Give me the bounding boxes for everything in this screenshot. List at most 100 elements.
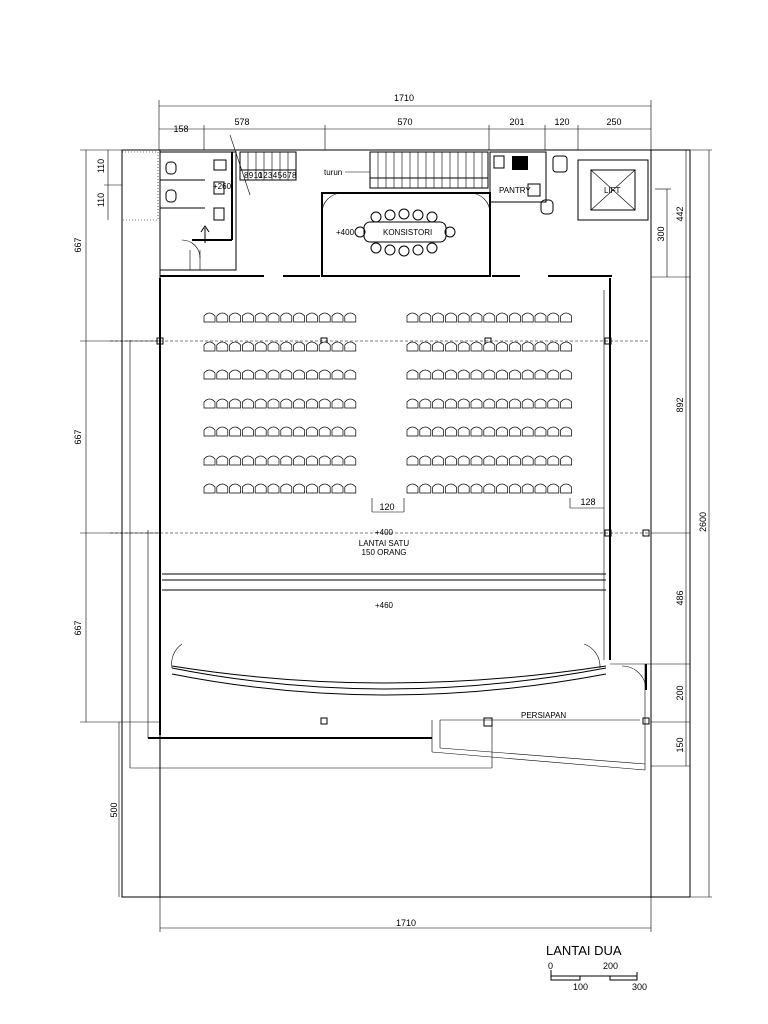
arrow-up-icon xyxy=(200,225,210,233)
seat xyxy=(483,341,496,352)
dim-aisle-120: 120 xyxy=(379,502,394,512)
dim-top-158: 158 xyxy=(173,124,188,134)
seat xyxy=(432,369,444,380)
seat xyxy=(521,455,534,466)
seat xyxy=(242,369,254,380)
sink-icon xyxy=(552,155,568,173)
seat xyxy=(242,455,254,466)
aisle-dimensions: 120 128 xyxy=(371,497,604,513)
building-outline xyxy=(121,149,691,898)
seat xyxy=(560,398,572,409)
dim-aisle-128: 128 xyxy=(580,497,595,507)
seat xyxy=(419,455,432,466)
seat xyxy=(318,312,331,323)
pantry-label: PANTRY xyxy=(499,186,531,195)
seat xyxy=(306,455,318,466)
seat xyxy=(470,369,483,380)
appliance-icon xyxy=(527,183,541,197)
seat xyxy=(457,369,470,380)
dim-top-578: 578 xyxy=(234,117,249,127)
stair-left xyxy=(239,151,297,181)
seat xyxy=(229,341,241,352)
seat xyxy=(432,398,444,409)
seat xyxy=(560,312,572,323)
sink-icon xyxy=(213,207,225,221)
seat xyxy=(406,426,419,437)
seat xyxy=(470,455,483,466)
seat xyxy=(242,341,254,352)
seat xyxy=(344,398,357,409)
door-swing xyxy=(181,239,201,259)
seat xyxy=(496,369,508,380)
seat xyxy=(280,341,293,352)
seat xyxy=(560,426,572,437)
seat xyxy=(318,455,331,466)
seat xyxy=(229,426,241,437)
lift-label: LIFT xyxy=(604,186,621,195)
title-block: LANTAI DUA 0 100 200 300 xyxy=(546,943,647,992)
seat xyxy=(306,341,318,352)
seat xyxy=(293,369,305,380)
seat xyxy=(280,455,293,466)
void-hatch xyxy=(121,151,159,221)
lift: LIFT xyxy=(577,159,649,221)
seat xyxy=(344,455,357,466)
seat xyxy=(267,426,280,437)
dim-left-667a: 667 xyxy=(73,237,83,252)
seat xyxy=(496,426,508,437)
seat xyxy=(318,483,331,494)
dim-right-892: 892 xyxy=(675,397,685,412)
konsistori-level: +400 xyxy=(336,228,355,237)
seat xyxy=(216,398,229,409)
pantry: PANTRY xyxy=(489,151,568,215)
persiapan-label: PERSIAPAN xyxy=(521,711,566,720)
seat xyxy=(509,369,521,380)
seat xyxy=(406,312,419,323)
stair-right: turun xyxy=(324,151,489,189)
seat xyxy=(344,341,357,352)
seat xyxy=(445,341,457,352)
stair-step-number: 6 xyxy=(282,171,287,180)
right-dimensions: 2600 442 892 486 200 150 300 xyxy=(651,149,712,898)
seat xyxy=(419,312,432,323)
seat xyxy=(229,369,241,380)
stair-step-number: 9 xyxy=(249,171,254,180)
wc-icon xyxy=(540,199,554,215)
seat xyxy=(560,483,572,494)
seat xyxy=(331,398,344,409)
door-swing xyxy=(583,643,601,669)
seat xyxy=(254,398,267,409)
seat xyxy=(267,341,280,352)
seat xyxy=(470,341,483,352)
turun-label: turun xyxy=(324,168,342,177)
seat xyxy=(432,426,444,437)
seat xyxy=(496,341,508,352)
persiapan-area: PERSIAPAN xyxy=(431,664,646,771)
seat xyxy=(432,341,444,352)
seat xyxy=(457,312,470,323)
seat xyxy=(547,312,560,323)
stair-step-number: 4 xyxy=(273,171,278,180)
seat xyxy=(267,312,280,323)
drawing-title: LANTAI DUA xyxy=(546,943,622,958)
seat xyxy=(445,369,457,380)
stair-step-number: 1 xyxy=(258,171,263,180)
dim-right-200: 200 xyxy=(675,685,685,700)
seat xyxy=(547,455,560,466)
door-swing xyxy=(469,192,491,214)
stair-step-number: 3 xyxy=(268,171,273,180)
seat xyxy=(419,341,432,352)
seat xyxy=(534,455,547,466)
seat xyxy=(457,398,470,409)
seat xyxy=(432,312,444,323)
dim-right-2600: 2600 xyxy=(698,512,708,532)
seat xyxy=(267,455,280,466)
seat xyxy=(432,483,444,494)
seat xyxy=(203,312,216,323)
seat xyxy=(483,455,496,466)
konsistori-label: KONSISTORI xyxy=(383,228,432,237)
seat xyxy=(293,341,305,352)
stove-icon xyxy=(512,156,528,170)
seat xyxy=(229,483,241,494)
seat xyxy=(344,369,357,380)
